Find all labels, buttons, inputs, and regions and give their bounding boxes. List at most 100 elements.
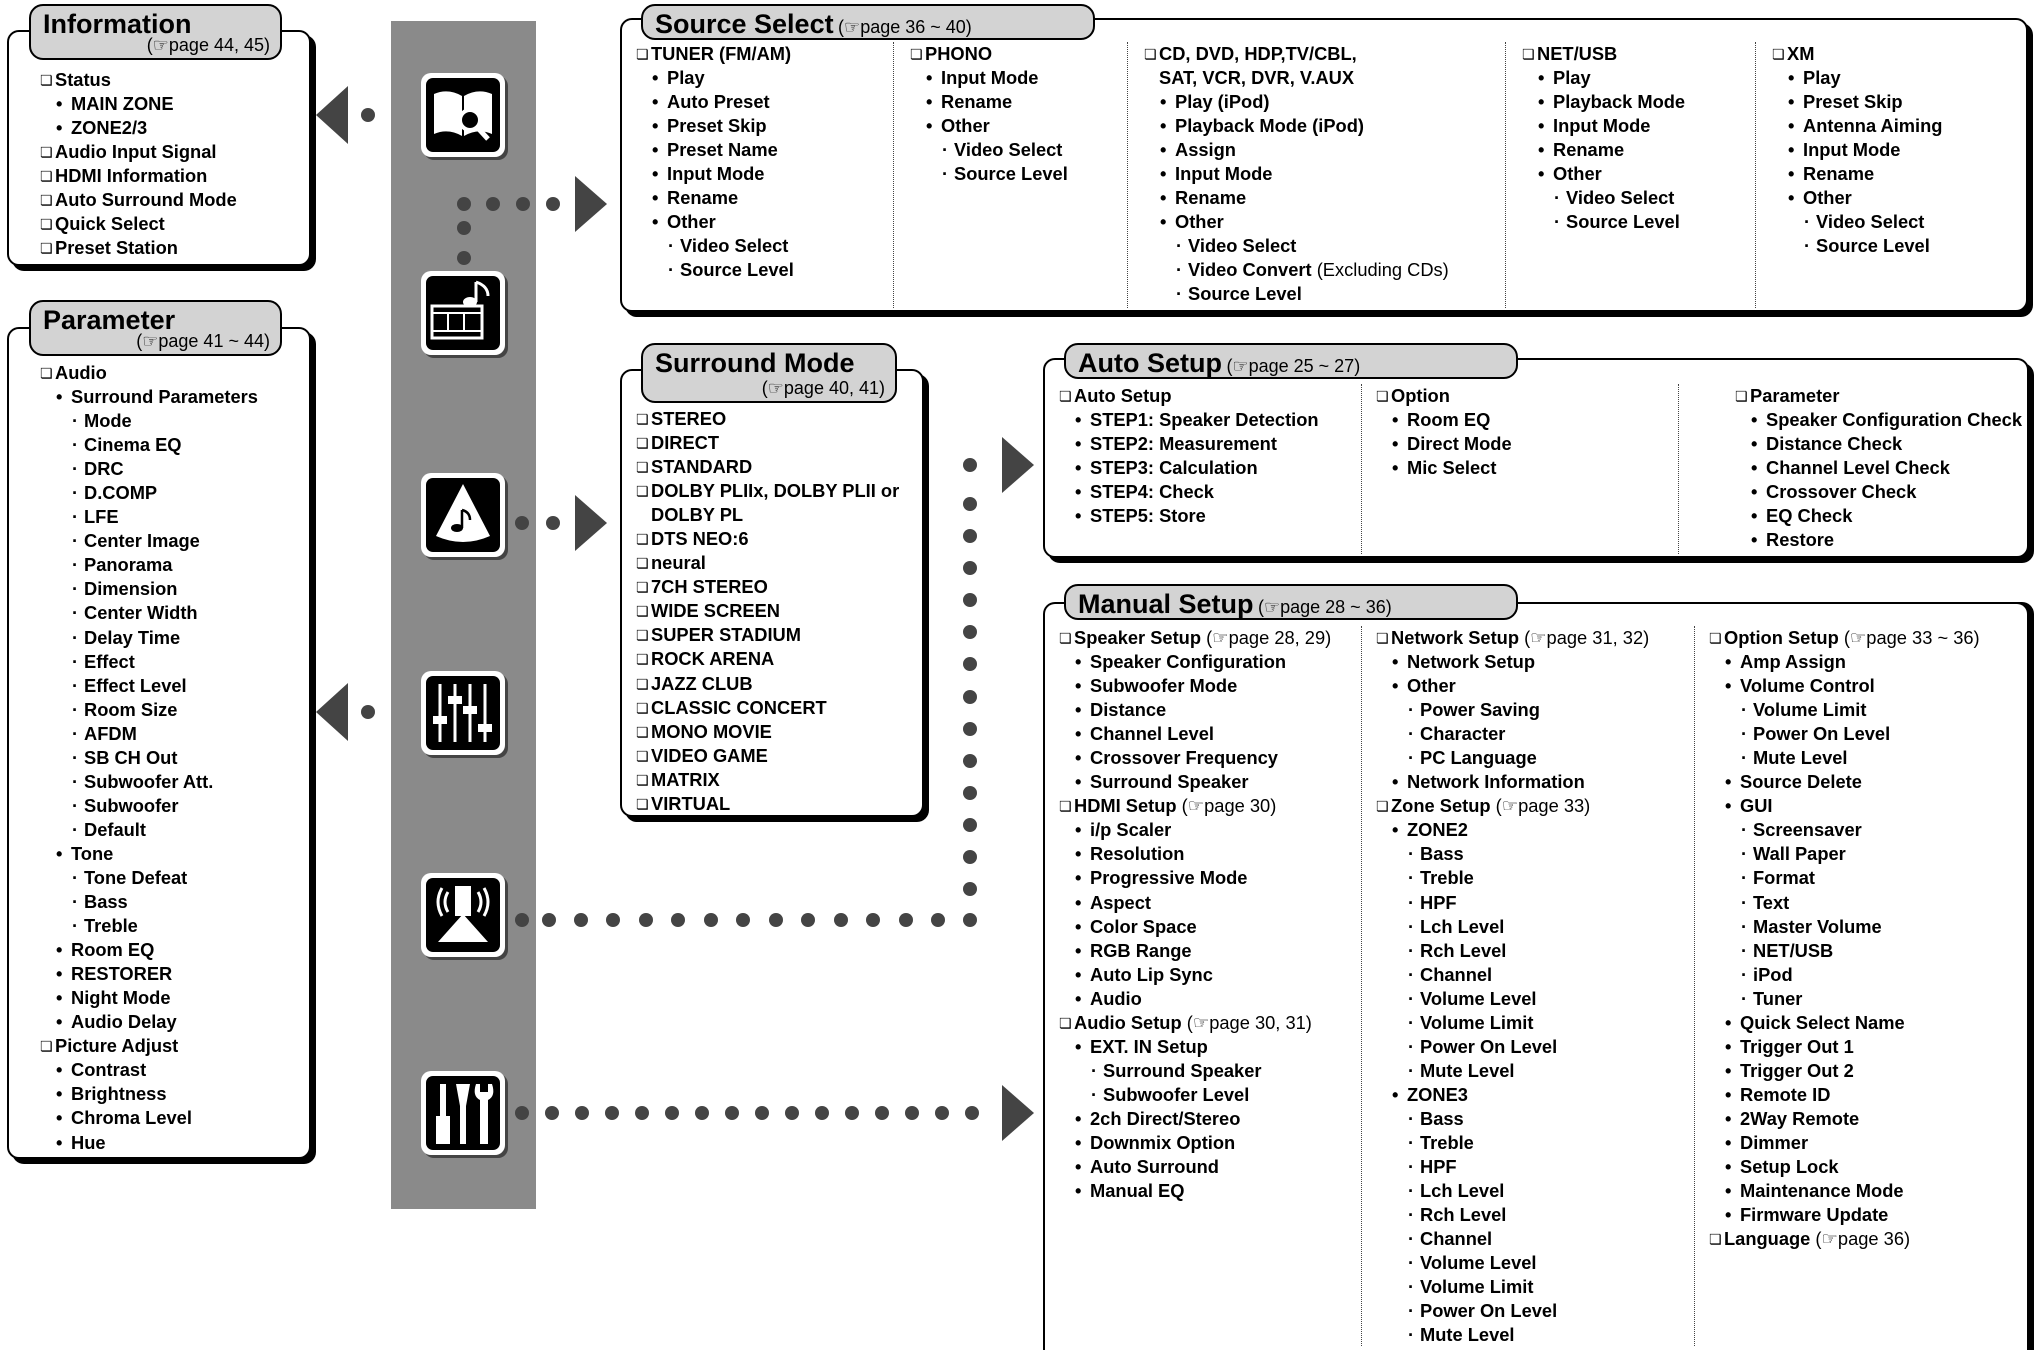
menu-item[interactable]: i/p Scaler [1059, 818, 1331, 842]
menu-item[interactable]: Lch Level [1376, 915, 1649, 939]
menu-item[interactable]: Brightness [40, 1082, 258, 1106]
menu-item[interactable]: Default [40, 818, 258, 842]
menu-item[interactable]: Chroma Level [40, 1106, 258, 1130]
menu-category[interactable]: DOLBY PLIIx, DOLBY PLII or [636, 479, 899, 503]
menu-item[interactable]: Rename [910, 90, 1068, 114]
menu-item[interactable]: Channel [1376, 1227, 1649, 1251]
menu-item[interactable]: Volume Level [1376, 1251, 1649, 1275]
menu-item[interactable]: Video Select [1522, 186, 1685, 210]
menu-item[interactable]: Subwoofer Mode [1059, 674, 1331, 698]
menu-item[interactable]: DOLBY PL [636, 503, 899, 527]
menu-item[interactable]: Network Setup [1376, 650, 1649, 674]
menu-item[interactable]: Other [636, 210, 794, 234]
menu-item[interactable]: Contrast [40, 1058, 258, 1082]
menu-category[interactable]: VIDEO GAME [636, 744, 899, 768]
menu-category[interactable]: Zone Setup (☞page 33) [1376, 794, 1649, 818]
menu-item[interactable]: Video Select [636, 234, 794, 258]
menu-item[interactable]: 2ch Direct/Stereo [1059, 1107, 1331, 1131]
menu-item[interactable]: Video Convert (Excluding CDs) [1144, 258, 1449, 282]
menu-item[interactable]: HPF [1376, 1155, 1649, 1179]
menu-item[interactable]: Format [1709, 866, 1980, 890]
menu-item[interactable]: Input Mode [636, 162, 794, 186]
menu-item[interactable]: Play [636, 66, 794, 90]
menu-item[interactable]: Channel Level Check [1735, 456, 2022, 480]
menu-category[interactable]: neural [636, 551, 899, 575]
menu-item[interactable]: SAT, VCR, DVR, V.AUX [1144, 66, 1449, 90]
page-ref[interactable]: (☞page 30) [1176, 795, 1277, 817]
menu-item[interactable]: Other [1376, 674, 1649, 698]
menu-item[interactable]: Subwoofer [40, 794, 258, 818]
menu-item[interactable]: Effect Level [40, 674, 258, 698]
menu-item[interactable]: RESTORER [40, 962, 258, 986]
menu-item[interactable]: Rename [1144, 186, 1449, 210]
menu-item[interactable]: Night Mode [40, 986, 258, 1010]
menu-category[interactable]: DIRECT [636, 431, 899, 455]
menu-item[interactable]: Wall Paper [1709, 842, 1980, 866]
menu-item[interactable]: Aspect [1059, 891, 1331, 915]
menu-item[interactable]: Surround Parameters [40, 385, 258, 409]
menu-item[interactable]: Color Space [1059, 915, 1331, 939]
speaker-setup-icon[interactable] [421, 873, 505, 957]
menu-item[interactable]: Channel [1376, 963, 1649, 987]
menu-item[interactable]: iPod [1709, 963, 1980, 987]
menu-item[interactable]: Other [1772, 186, 1942, 210]
page-ref[interactable]: (☞page 30, 31) [1181, 1011, 1312, 1033]
menu-item[interactable]: NET/USB [1709, 939, 1980, 963]
information-page-ref[interactable]: (☞page 44, 45) [146, 35, 270, 55]
menu-item[interactable]: Audio [1059, 987, 1331, 1011]
menu-item[interactable]: Amp Assign [1709, 650, 1980, 674]
menu-item[interactable]: Crossover Frequency [1059, 746, 1331, 770]
menu-item[interactable]: Other [1144, 210, 1449, 234]
menu-item[interactable]: Mute Level [1376, 1059, 1649, 1083]
menu-item[interactable]: Tone Defeat [40, 866, 258, 890]
menu-item[interactable]: Trigger Out 2 [1709, 1059, 1980, 1083]
menu-item[interactable]: Trigger Out 1 [1709, 1035, 1980, 1059]
information-book-icon[interactable] [421, 73, 505, 157]
menu-category[interactable]: WIDE SCREEN [636, 599, 899, 623]
menu-item[interactable]: DRC [40, 457, 258, 481]
page-ref[interactable]: (☞page 28, 29) [1201, 627, 1332, 648]
auto-setup-page-ref[interactable]: (☞page 25 ~ 27) [1226, 356, 1361, 376]
menu-item[interactable]: STEP1: Speaker Detection [1059, 408, 1319, 432]
manual-setup-tools-icon[interactable] [421, 1071, 505, 1155]
menu-item[interactable]: AFDM [40, 722, 258, 746]
menu-category[interactable]: HDMI Setup (☞page 30) [1059, 794, 1331, 818]
menu-item[interactable]: Dimmer [1709, 1131, 1980, 1155]
menu-item[interactable]: Mic Select [1376, 456, 1512, 480]
menu-item[interactable]: Volume Level [1376, 987, 1649, 1011]
menu-category[interactable]: STANDARD [636, 455, 899, 479]
menu-category[interactable]: NET/USB [1522, 42, 1685, 66]
menu-item[interactable]: Other [1522, 162, 1685, 186]
menu-item[interactable]: Remote ID [1709, 1083, 1980, 1107]
menu-item[interactable]: Tuner [1709, 987, 1980, 1011]
menu-item[interactable]: Input Mode [1772, 138, 1942, 162]
menu-category[interactable]: STEREO [636, 407, 899, 431]
menu-item[interactable]: Room EQ [40, 938, 258, 962]
surround-mode-page-ref[interactable]: (☞page 40, 41) [761, 378, 885, 398]
menu-item[interactable]: Delay Time [40, 626, 258, 650]
menu-category[interactable]: XM [1772, 42, 1942, 66]
menu-item[interactable]: Lch Level [1376, 1179, 1649, 1203]
parameter-page-ref[interactable]: (☞page 41 ~ 44) [136, 331, 270, 351]
menu-item[interactable]: Surround Speaker [1059, 770, 1331, 794]
menu-item[interactable]: Treble [40, 914, 258, 938]
menu-item[interactable]: Speaker Configuration [1059, 650, 1331, 674]
menu-item[interactable]: Volume Limit [1376, 1011, 1649, 1035]
menu-item[interactable]: HPF [1376, 891, 1649, 915]
menu-category[interactable]: HDMI Information [40, 164, 237, 188]
menu-item[interactable]: EQ Check [1735, 504, 2022, 528]
page-ref[interactable]: (☞page 36) [1810, 1228, 1911, 1250]
menu-item[interactable]: Firmware Update [1709, 1203, 1980, 1227]
menu-item[interactable]: 2Way Remote [1709, 1107, 1980, 1131]
menu-item[interactable]: MAIN ZONE [40, 92, 237, 116]
menu-category[interactable]: TUNER (FM/AM) [636, 42, 794, 66]
menu-item[interactable]: Other [910, 114, 1068, 138]
surround-cone-icon[interactable] [421, 473, 505, 557]
menu-item[interactable]: Rename [1522, 138, 1685, 162]
menu-item[interactable]: Subwoofer Att. [40, 770, 258, 794]
menu-item[interactable]: Power On Level [1376, 1299, 1649, 1323]
menu-item[interactable]: Downmix Option [1059, 1131, 1331, 1155]
menu-item[interactable]: Network Information [1376, 770, 1649, 794]
menu-item[interactable]: Character [1376, 722, 1649, 746]
menu-category[interactable]: Picture Adjust [40, 1034, 258, 1058]
